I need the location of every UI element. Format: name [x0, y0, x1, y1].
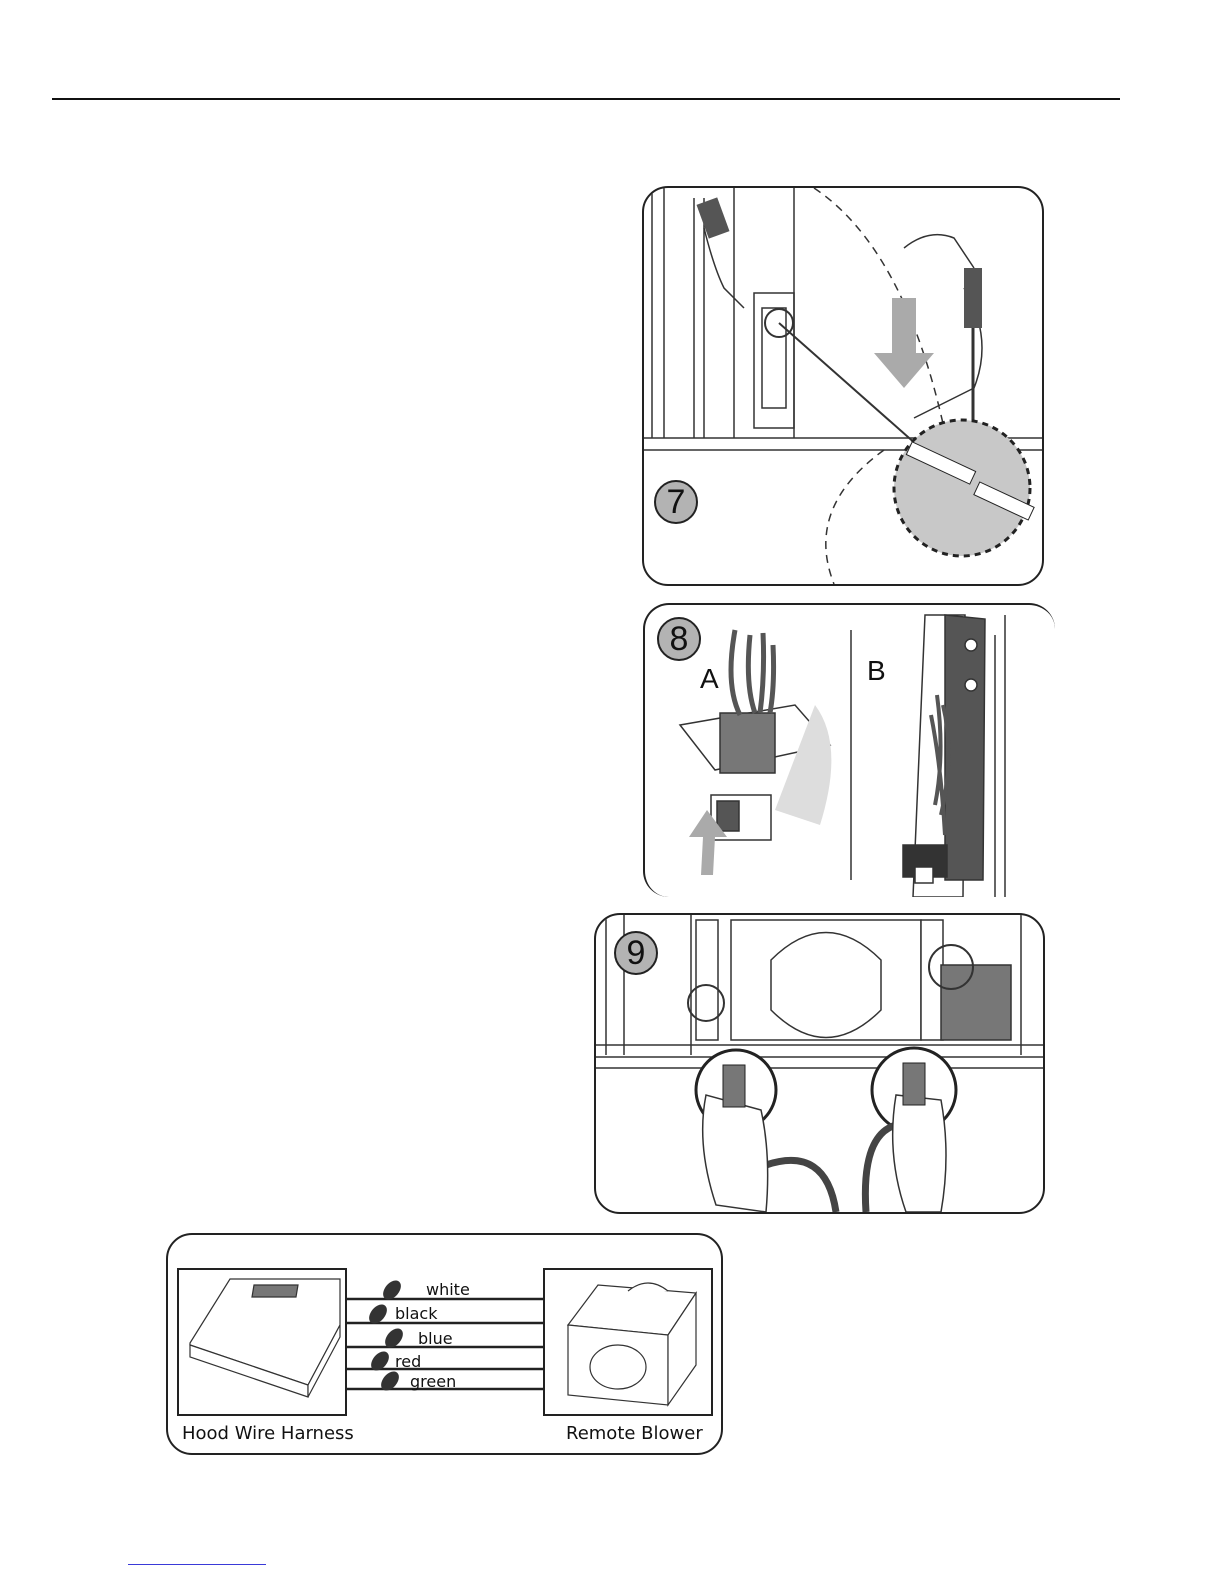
wire-label-blue: blue	[418, 1329, 453, 1348]
wire-label-white: white	[426, 1280, 470, 1299]
wire-connectors	[366, 1277, 407, 1394]
figure-8-illustration	[645, 605, 1055, 897]
figure-8-panel: 8 A B	[643, 603, 1055, 897]
blower-drawing	[568, 1283, 696, 1405]
figure-7-panel: 7	[642, 186, 1044, 586]
figure-9-illustration	[596, 915, 1043, 1212]
figure-8-label-a: A	[700, 663, 719, 695]
figure-8-number-badge: 8	[657, 617, 701, 661]
wiring-diagram-panel: white black blue red green Hood Wire Har…	[166, 1233, 723, 1455]
figure-7-illustration	[644, 188, 1042, 584]
wire-label-black: black	[395, 1304, 437, 1323]
figure-7-number-badge: 7	[654, 480, 698, 524]
figure-9-number-badge: 9	[614, 931, 658, 975]
hood-wire-harness-caption: Hood Wire Harness	[182, 1423, 354, 1444]
figure-8-label-b: B	[867, 655, 886, 687]
wire-label-green: green	[410, 1372, 456, 1391]
header-rule	[52, 98, 1120, 100]
figure-9-panel: 9	[594, 913, 1045, 1214]
remote-blower-caption: Remote Blower	[566, 1423, 703, 1444]
footer-link-underline[interactable]	[128, 1564, 266, 1565]
wire-label-red: red	[395, 1352, 421, 1371]
